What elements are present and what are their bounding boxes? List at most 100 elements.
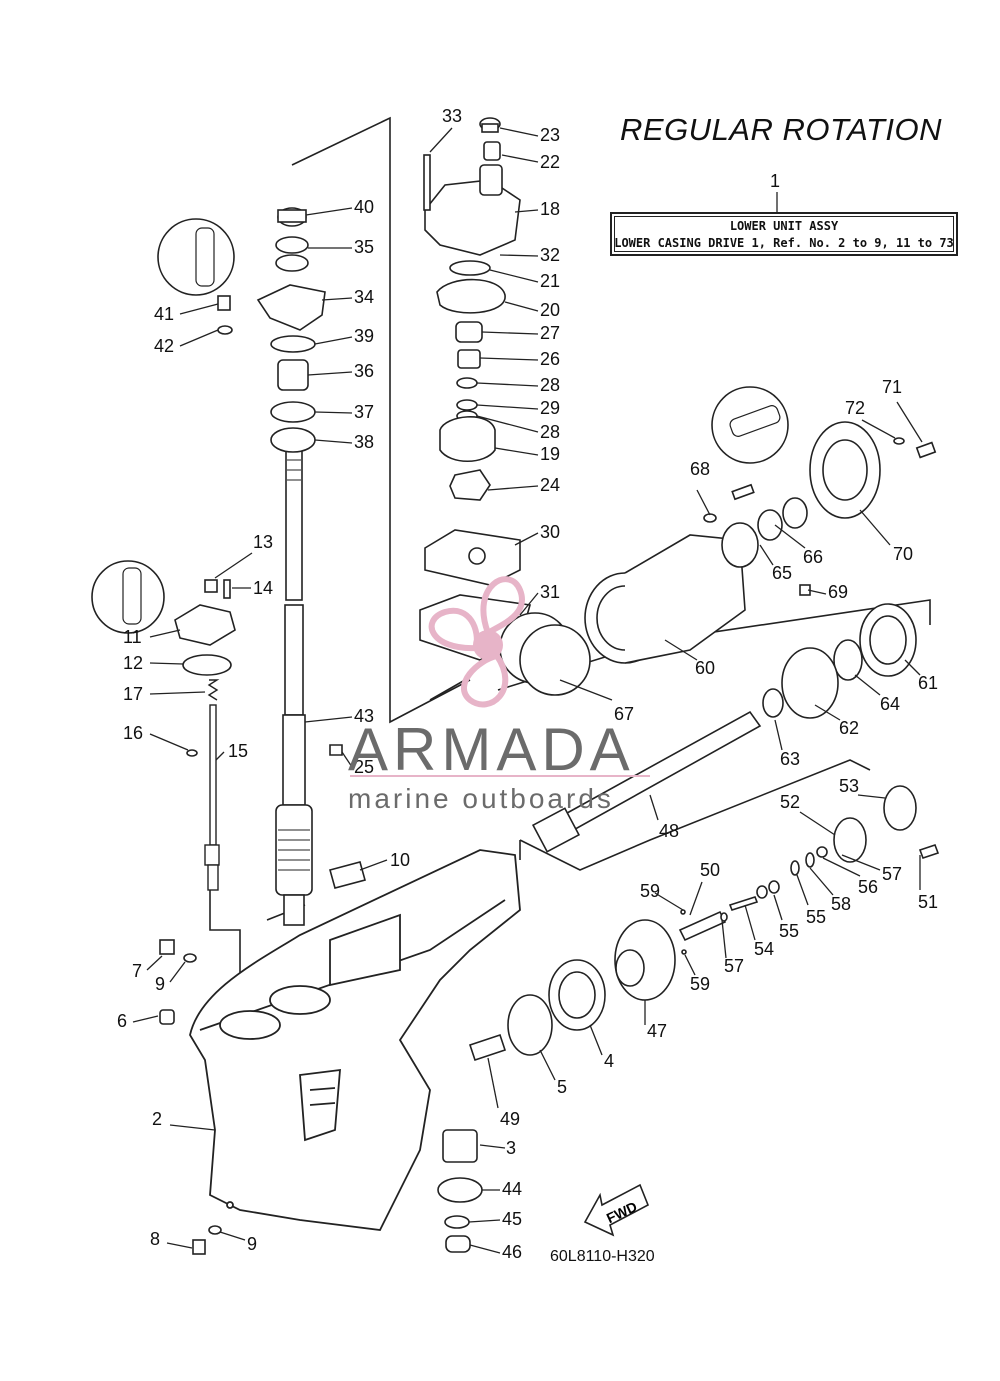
watermark-rule <box>350 775 650 777</box>
callout-40: 40 <box>354 197 374 217</box>
callout-16: 16 <box>123 723 143 743</box>
callout-1: 1 <box>770 171 780 191</box>
leader-line-55 <box>773 894 783 921</box>
callout-2: 2 <box>152 1109 162 1129</box>
drawing-code: 60L8110-H320 <box>550 1248 655 1265</box>
leader-line-61 <box>904 659 921 676</box>
leader-line-10 <box>359 859 388 871</box>
leader-line-26 <box>479 357 539 361</box>
callout-60: 60 <box>695 658 715 678</box>
callout-9: 9 <box>155 974 165 994</box>
leader-line-11 <box>149 629 181 638</box>
leader-line-55 <box>796 874 809 906</box>
leader-line-43 <box>304 716 353 723</box>
leader-line-52 <box>799 811 836 836</box>
callout-55: 55 <box>806 907 826 927</box>
leader-line-9 <box>169 961 186 983</box>
callout-17: 17 <box>123 684 143 704</box>
callout-20: 20 <box>540 300 560 320</box>
callout-38: 38 <box>354 432 374 452</box>
callout-72: 72 <box>845 398 865 418</box>
leader-line-63 <box>774 719 783 751</box>
callout-30: 30 <box>540 522 560 542</box>
leader-line-71 <box>896 401 923 443</box>
leader-line-65 <box>759 544 774 566</box>
leader-line-58 <box>809 867 834 896</box>
leader-line-13 <box>214 552 253 579</box>
leader-line-15 <box>215 751 225 761</box>
leader-line-28 <box>476 382 539 387</box>
callout-23: 23 <box>540 125 560 145</box>
leader-lines <box>132 127 923 1254</box>
leader-line-41 <box>179 303 219 315</box>
callout-8: 8 <box>150 1229 160 1249</box>
callout-28: 28 <box>540 375 560 395</box>
leader-line-53 <box>857 794 886 799</box>
callout-51: 51 <box>918 892 938 912</box>
leader-line-40 <box>305 207 353 216</box>
leader-line-3 <box>479 1144 506 1149</box>
leader-line-23 <box>499 127 539 137</box>
leader-line-56 <box>822 857 861 877</box>
callout-37: 37 <box>354 402 374 422</box>
lower-casing <box>189 849 521 1231</box>
callout-59: 59 <box>690 974 710 994</box>
leader-line-50 <box>689 881 703 916</box>
callout-5: 5 <box>557 1077 567 1097</box>
callout-34: 34 <box>354 287 374 307</box>
leader-line-69 <box>807 589 827 595</box>
leader-line-39 <box>314 336 353 345</box>
callout-69: 69 <box>828 582 848 602</box>
callout-28: 28 <box>540 422 560 442</box>
leader-line-16 <box>149 733 189 751</box>
callout-65: 65 <box>772 563 792 583</box>
callout-41: 41 <box>154 304 174 324</box>
propeller-shaft-housing <box>499 421 937 719</box>
callout-54: 54 <box>754 939 774 959</box>
callout-26: 26 <box>540 349 560 369</box>
leader-line-64 <box>854 674 881 696</box>
callout-64: 64 <box>880 694 900 714</box>
leader-line-67 <box>559 679 613 701</box>
callout-31: 31 <box>540 582 560 602</box>
callout-25: 25 <box>354 757 374 777</box>
callout-49: 49 <box>500 1109 520 1129</box>
leader-line-70 <box>859 509 891 546</box>
leader-line-60 <box>664 639 698 661</box>
callout-57: 57 <box>724 956 744 976</box>
drive-shaft <box>275 439 313 926</box>
leader-line-72 <box>861 419 896 439</box>
leader-line-48 <box>649 794 659 821</box>
diagram-title: REGULAR ROTATION <box>620 112 943 147</box>
callout-42: 42 <box>154 336 174 356</box>
leader-line-19 <box>494 447 539 456</box>
leader-line-36 <box>307 371 353 376</box>
callout-27: 27 <box>540 323 560 343</box>
leader-line-57 <box>841 854 881 871</box>
leader-line-9 <box>219 1231 246 1241</box>
callout-48: 48 <box>659 821 679 841</box>
callout-57: 57 <box>882 864 902 884</box>
callout-68: 68 <box>690 459 710 479</box>
callout-12: 12 <box>123 653 143 673</box>
callout-6: 6 <box>117 1011 127 1031</box>
leader-line-66 <box>774 524 806 549</box>
assembly-label-box: LOWER UNIT ASSY LOWER CASING DRIVE 1, Re… <box>610 212 958 256</box>
watermark-logo <box>428 576 525 708</box>
callout-46: 46 <box>502 1242 522 1262</box>
detail-circles <box>91 218 789 634</box>
callout-63: 63 <box>780 749 800 769</box>
leader-line-57 <box>721 919 727 959</box>
callout-66: 66 <box>803 547 823 567</box>
leader-line-22 <box>501 154 539 163</box>
leader-line-34 <box>321 297 353 301</box>
callout-50: 50 <box>700 860 720 880</box>
callout-19: 19 <box>540 444 560 464</box>
leader-line-24 <box>487 485 539 491</box>
watermark-tagline: marine outboards <box>348 783 614 814</box>
callout-61: 61 <box>918 673 938 693</box>
callout-22: 22 <box>540 152 560 172</box>
callout-21: 21 <box>540 271 560 291</box>
